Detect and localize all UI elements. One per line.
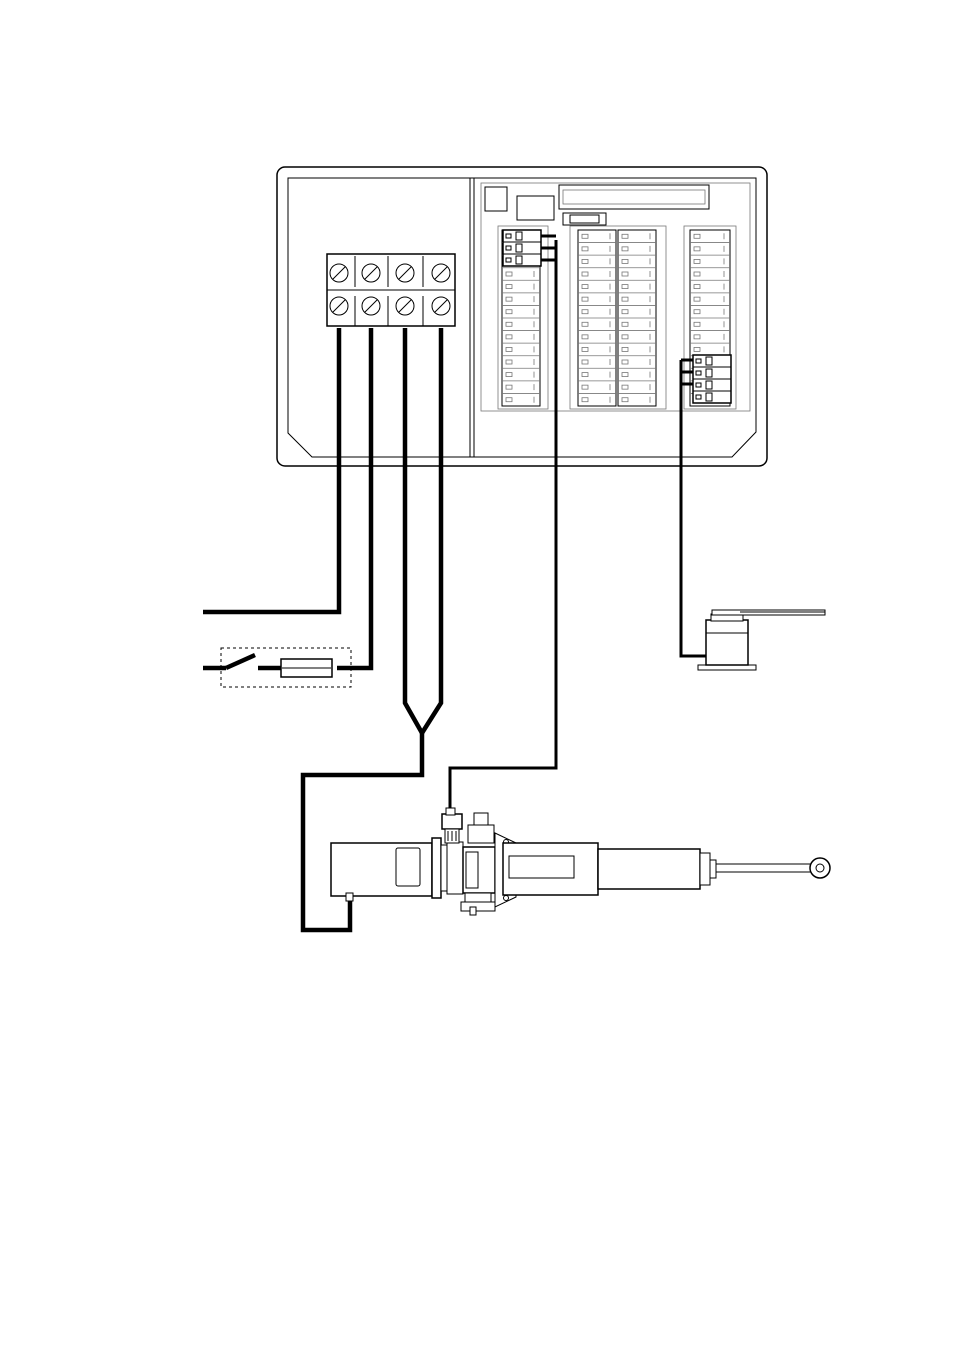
hydraulic-cylinder <box>503 843 598 895</box>
inline-fuse <box>281 659 332 677</box>
terminal-strip-middle-a <box>578 230 616 406</box>
supply-wire-2 <box>337 328 371 668</box>
supply-wire-1 <box>203 328 339 612</box>
rudder-feedback-unit <box>698 610 825 670</box>
plug-in-terminal-strips <box>498 226 736 409</box>
hydraulic-linear-drive-unit <box>331 808 830 915</box>
rod-end <box>810 858 830 878</box>
piston-rod <box>716 864 812 872</box>
solenoid-valve <box>442 814 462 829</box>
motor-wire-a <box>405 328 422 733</box>
power-terminal-block <box>327 254 455 326</box>
motor-cable <box>303 733 422 930</box>
plug-connector-feedback <box>693 355 731 403</box>
drive-motor <box>331 843 432 896</box>
plug-connector-solenoid <box>503 230 541 266</box>
fuse-holder <box>563 213 606 225</box>
terminal-strip-middle-b <box>618 230 656 406</box>
motor-wire-b <box>422 328 441 733</box>
feedback-cable <box>681 360 708 656</box>
